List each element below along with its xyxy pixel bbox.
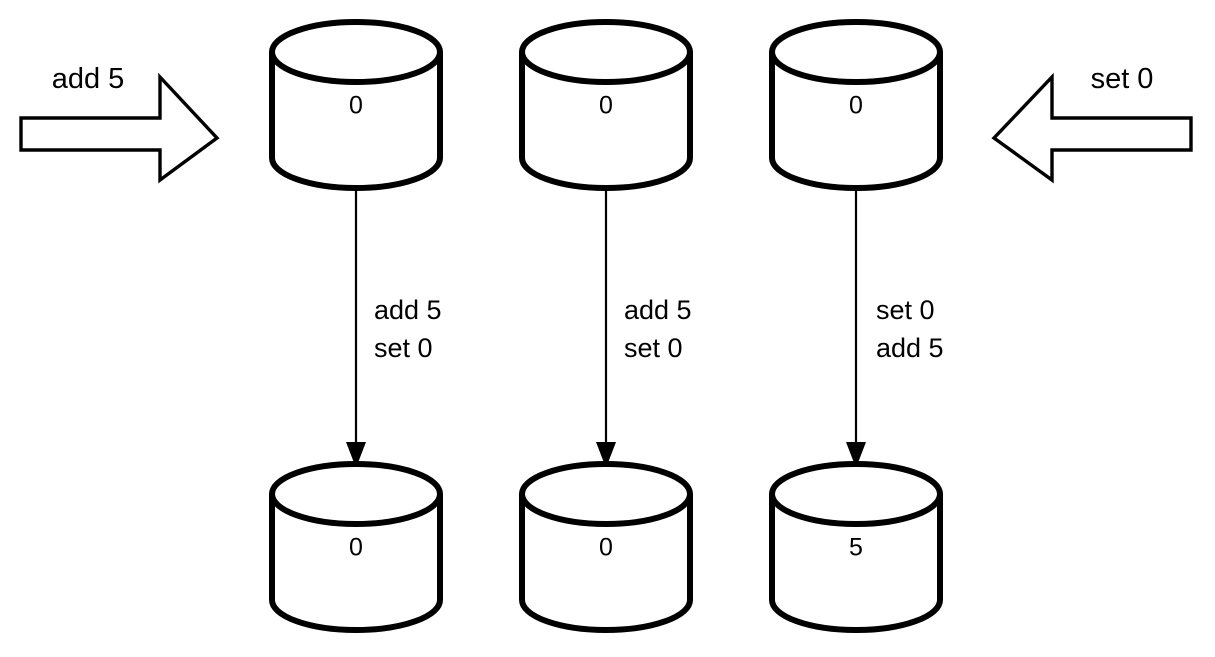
replica-3-op-1: set 0 xyxy=(876,295,935,325)
replica-1-op-1: add 5 xyxy=(374,295,442,325)
replica-1-column: 0 add 5 set 0 0 xyxy=(269,19,443,633)
replica-2-top-cylinder: 0 xyxy=(519,19,693,191)
replica-2-op-2: set 0 xyxy=(624,333,683,363)
arrow-head-icon xyxy=(596,442,616,468)
arrow-head-icon xyxy=(346,442,366,468)
replica-2-column: 0 add 5 set 0 0 xyxy=(519,19,693,633)
replica-2-top-value: 0 xyxy=(599,92,613,120)
replica-1-op-2: set 0 xyxy=(374,333,433,363)
cylinder-top-ellipse xyxy=(769,19,943,85)
cylinder-top-ellipse xyxy=(269,19,443,85)
replica-2-bottom-cylinder: 0 xyxy=(519,461,693,633)
replica-3-column: 0 set 0 add 5 5 xyxy=(769,19,944,633)
cylinder-body-shape xyxy=(519,491,693,633)
replica-3-connector xyxy=(846,186,866,468)
replica-3-bottom-cylinder: 5 xyxy=(769,461,943,633)
replica-3-op-2: add 5 xyxy=(876,333,944,363)
client-write-right-group: set 0 xyxy=(991,63,1193,184)
cylinder-body-shape xyxy=(269,491,443,633)
replica-1-top-cylinder: 0 xyxy=(269,19,443,191)
cylinder-top-ellipse xyxy=(769,461,943,527)
replica-1-connector xyxy=(346,186,366,468)
replica-1-bottom-value: 0 xyxy=(349,534,363,562)
arrow-head-icon xyxy=(846,442,866,468)
cylinder-top-ellipse xyxy=(519,461,693,527)
cylinder-body-shape xyxy=(269,49,443,191)
replica-3-bottom-value: 5 xyxy=(849,534,863,562)
client-write-left-label: add 5 xyxy=(52,63,125,95)
replica-2-bottom-value: 0 xyxy=(599,534,613,562)
block-arrow-left-icon xyxy=(991,72,1193,184)
replica-3-top-value: 0 xyxy=(849,92,863,120)
cylinder-top-ellipse xyxy=(269,461,443,527)
block-arrow-right-icon xyxy=(19,72,220,184)
replica-2-op-1: add 5 xyxy=(624,295,692,325)
cylinder-body-shape xyxy=(769,49,943,191)
client-write-right-label: set 0 xyxy=(1091,63,1154,95)
replica-2-connector xyxy=(596,186,616,468)
cylinder-body-shape xyxy=(769,491,943,633)
replica-1-top-value: 0 xyxy=(349,92,363,120)
cylinder-body-shape xyxy=(519,49,693,191)
cylinder-top-ellipse xyxy=(519,19,693,85)
client-write-left-group: add 5 xyxy=(19,63,220,184)
replica-3-top-cylinder: 0 xyxy=(769,19,943,191)
replica-1-bottom-cylinder: 0 xyxy=(269,461,443,633)
